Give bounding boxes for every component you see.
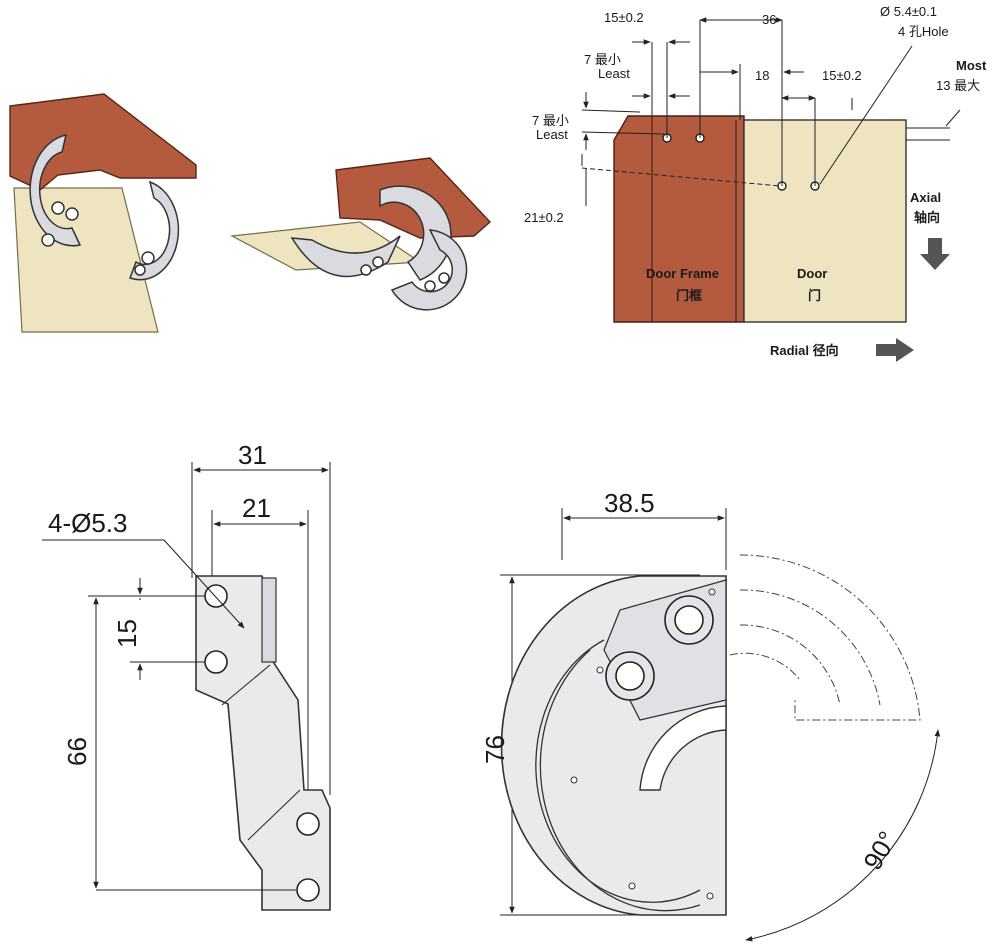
hole-icon xyxy=(615,661,645,691)
hinge-isometric-open xyxy=(9,93,197,333)
dim-15-side: 15 xyxy=(112,619,142,648)
front-view-drawing xyxy=(500,508,941,942)
hinge-plate-arc-right xyxy=(129,180,180,281)
dim-36: 36 xyxy=(762,12,776,27)
dim-66: 66 xyxy=(62,737,92,766)
side-view-drawing xyxy=(42,462,331,911)
angle-90: 90° xyxy=(857,826,903,875)
axial-label: Axial xyxy=(910,190,941,205)
dim-76: 76 xyxy=(480,735,510,764)
least-left-1: 7 最小 xyxy=(532,113,569,128)
most-value: 13 最大 xyxy=(936,78,980,93)
door-frame-label-cn: 门框 xyxy=(676,288,702,303)
dim-21-side: 21 xyxy=(242,493,271,523)
dim-38-5: 38.5 xyxy=(604,488,655,518)
hinge-plate-lower-middle xyxy=(290,235,401,278)
hinge-plate-upper-middle xyxy=(390,229,468,311)
least-top-1: 7 最小 xyxy=(584,52,621,67)
door-label-cn: 门 xyxy=(808,288,821,303)
hole-spec-2: 4 孔Hole xyxy=(898,24,949,39)
hinge-plate-arc-left xyxy=(29,134,82,247)
install-diagram xyxy=(581,17,961,362)
dim-31: 31 xyxy=(238,440,267,470)
axial-label-cn: 轴向 xyxy=(914,210,940,225)
dim-18: 18 xyxy=(755,68,769,83)
door-frame-label: Door Frame xyxy=(646,266,719,281)
frame-panel-left xyxy=(9,93,197,191)
door-block xyxy=(743,119,907,323)
dim-21: 21±0.2 xyxy=(524,210,564,225)
top-right-labels: 15±0.2 36 Ø 5.4±0.1 4 孔Hole 7 最小 Least 1… xyxy=(524,4,987,358)
hole-icon xyxy=(296,812,320,836)
hole-icon xyxy=(296,878,320,902)
hole-spec-1: Ø 5.4±0.1 xyxy=(880,4,937,19)
most-label: Most xyxy=(956,58,987,73)
hole-icon xyxy=(204,650,228,674)
holes-spec: 4-Ø5.3 xyxy=(48,508,128,538)
axial-arrow-icon xyxy=(920,238,950,270)
dim-15-top: 15±0.2 xyxy=(604,10,644,25)
hinge-isometric-closed xyxy=(229,157,492,311)
least-left-2: Least xyxy=(536,127,568,142)
least-top-2: Least xyxy=(598,66,630,81)
radial-label: Radial 径向 xyxy=(770,343,839,358)
radial-arrow-icon xyxy=(876,338,914,362)
dim-15-right: 15±0.2 xyxy=(822,68,862,83)
door-label: Door xyxy=(797,266,827,281)
hole-icon xyxy=(674,605,704,635)
side-view-labels: 31 21 4-Ø5.3 15 66 xyxy=(48,440,271,766)
